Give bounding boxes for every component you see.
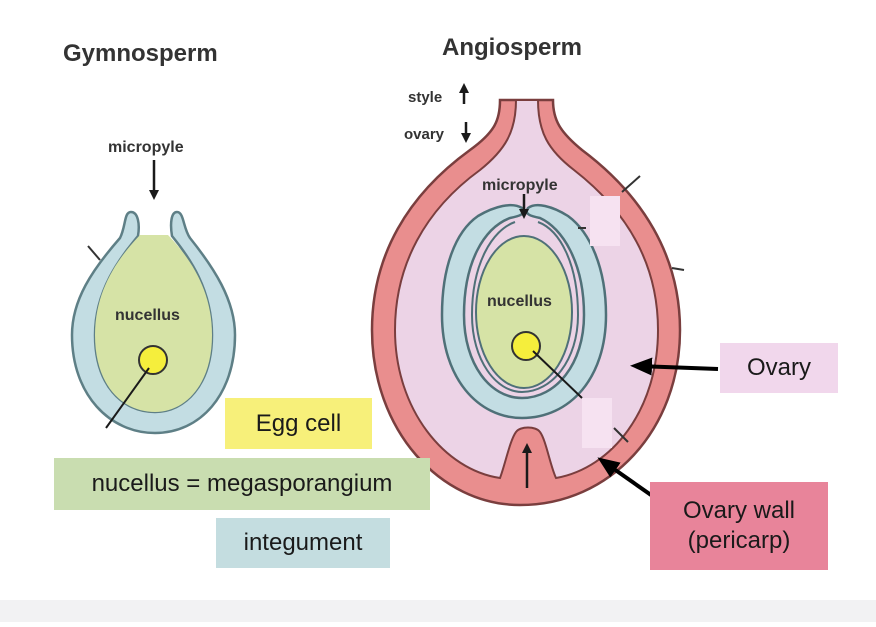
ovary-pointer-arrow [630, 357, 719, 376]
ovary-wall-line2: (pericarp) [687, 527, 791, 554]
pink-patch-upper [590, 196, 620, 246]
nucellus-definition-text: nucellus = megasporangium [91, 470, 393, 497]
ovary-wall-pointer-arrow [597, 457, 653, 497]
ovary-wall-label: Ovary wall (pericarp) [650, 482, 828, 570]
ovary-label: Ovary [720, 343, 838, 393]
angiosperm-ovary-label: ovary [404, 126, 445, 143]
angiosperm-outer-integument [440, 204, 608, 420]
gymnosperm-nucellus-tissue [95, 235, 212, 412]
egg-cell-label-text: Egg cell [255, 409, 342, 437]
integument-label-text: integument [243, 529, 363, 556]
angiosperm-nucellus-label: nucellus [487, 293, 552, 310]
angiosperm-egg-cell [511, 331, 541, 361]
pink-patch-lower [582, 398, 612, 448]
gymnosperm-heading: Gymnosperm [63, 40, 218, 67]
integument-label: integument [216, 518, 390, 568]
ovary-label-text: Ovary [746, 354, 811, 381]
gymnosperm-nucellus-label: nucellus [115, 307, 180, 324]
angiosperm-nucellus-tissue [475, 235, 573, 389]
gymnosperm-micropyle-label: micropyle [108, 139, 184, 156]
ovary-wall-line1: Ovary wall [682, 497, 796, 524]
bottom-band [0, 600, 876, 622]
nucellus-definition-label: nucellus = megasporangium [54, 458, 430, 510]
gymnosperm-ovule [70, 160, 237, 435]
angiosperm-micropyle-label: micropyle [482, 177, 558, 194]
gymnosperm-egg-cell [138, 345, 168, 375]
angiosperm-heading: Angiosperm [442, 34, 582, 61]
angiosperm-style-label: style [408, 89, 442, 106]
egg-cell-label: Egg cell [225, 398, 372, 449]
